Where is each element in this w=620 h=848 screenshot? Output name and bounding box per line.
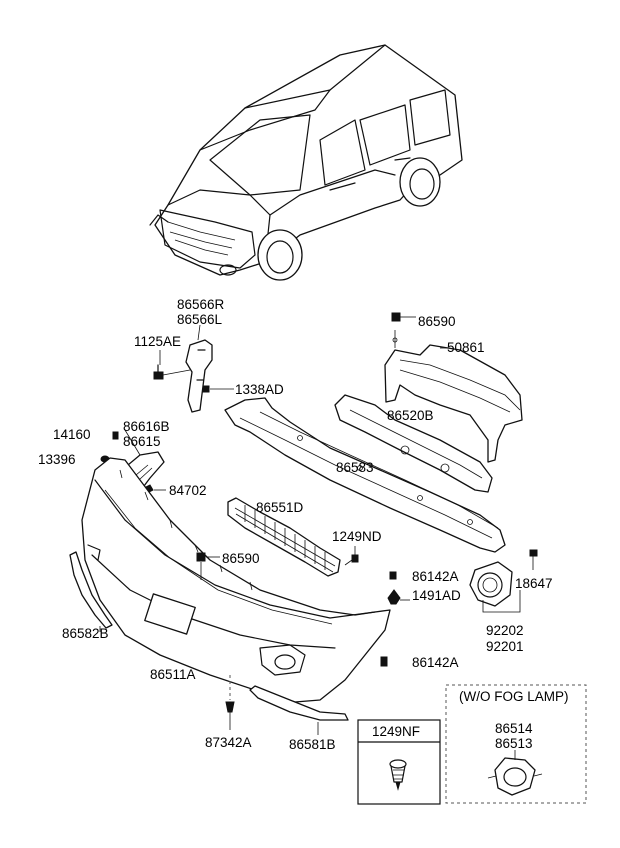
label-86590-bumper: 86590 [222, 551, 260, 566]
side-moulding-86582B [69, 551, 113, 632]
clip-87342A [225, 701, 235, 730]
absorber-50861 [384, 330, 523, 463]
vehicle-illustration [149, 44, 463, 281]
label-87342A: 87342A [205, 735, 252, 750]
label-86582B: 86582B [62, 626, 109, 641]
label-86142A-bottom: 86142A [412, 655, 459, 670]
label-86615: 86615 [123, 434, 161, 449]
absorber-86520B [334, 394, 493, 493]
label-86520B: 86520B [387, 408, 434, 423]
box-1249NF [357, 719, 441, 805]
label-92201: 92201 [486, 639, 524, 654]
screw-1249NF-icon [389, 759, 407, 791]
bumper-cover-86511A [81, 457, 391, 703]
label-86581B: 86581B [289, 737, 336, 752]
bumper-beam-86583 [224, 397, 506, 553]
nut-86142A-bottom [380, 656, 388, 667]
clip-1491AD [387, 589, 410, 605]
label-86590-top: 86590 [418, 314, 456, 329]
label-18647: 18647 [515, 576, 553, 591]
fog-cover-86513-icon [487, 750, 543, 796]
part-labels: 86566R 86566L 1125AE 1338AD 86590 50861 … [38, 297, 569, 752]
label-84702: 84702 [169, 483, 207, 498]
label-1338AD: 1338AD [235, 382, 284, 397]
bumper-bracket-86566 [185, 324, 213, 413]
label-14160: 14160 [53, 427, 91, 442]
label-86142A-top: 86142A [412, 569, 459, 584]
label-86583: 86583 [336, 460, 374, 475]
label-86616B: 86616B [123, 419, 170, 434]
label-92202: 92202 [486, 623, 524, 638]
label-1249ND: 1249ND [332, 529, 382, 544]
label-86551D: 86551D [256, 500, 304, 515]
label-86514: 86514 [495, 721, 533, 736]
label-1125AE: 1125AE [134, 334, 181, 349]
label-86511A: 86511A [150, 667, 196, 682]
clip-1338AD [202, 385, 234, 393]
clip-14160 [112, 431, 119, 440]
bolt-1125AE [153, 350, 191, 380]
label-1491AD: 1491AD [412, 588, 461, 603]
screw-18647 [529, 549, 538, 570]
label-86566R: 86566R [177, 297, 225, 312]
label-wo-fog-lamp: (W/O FOG LAMP) [459, 689, 569, 704]
label-1249NF: 1249NF [372, 724, 420, 739]
bolt-86590-top [391, 312, 416, 322]
screw-1249ND [344, 546, 359, 566]
label-13396: 13396 [38, 452, 76, 467]
label-86513: 86513 [495, 736, 533, 751]
fog-lamp-92201 [469, 561, 521, 613]
label-50861: 50861 [447, 340, 485, 355]
lower-moulding-86581B [249, 685, 349, 735]
box-without-fog-lamp [445, 684, 587, 804]
label-86566L: 86566L [177, 312, 223, 327]
lower-grille-86551D [227, 497, 341, 577]
clip-86590-bumper [196, 552, 220, 580]
nut-86142A-top [389, 571, 397, 580]
